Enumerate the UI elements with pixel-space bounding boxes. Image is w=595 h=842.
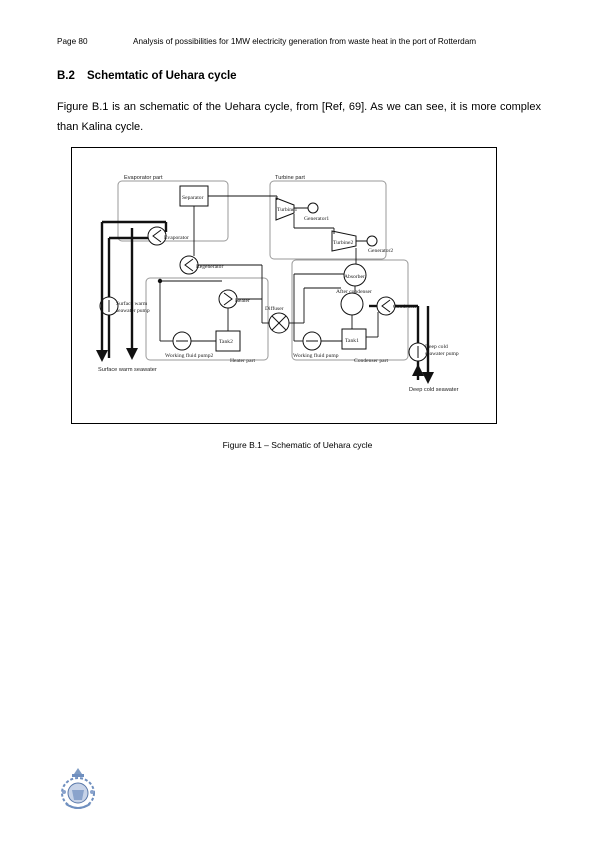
turbine1-symbol	[275, 197, 295, 221]
evaporator-part-label: Evaporator part	[124, 175, 163, 181]
section-number: B.2	[57, 70, 75, 82]
evaporator-label: Evaporator	[164, 235, 189, 241]
figure-uehara-schematic: Evaporator part Turbine part Heater part…	[71, 147, 497, 424]
tank1-label: Tank1	[345, 338, 359, 344]
working-fluid-pump-label: Working fluid pump	[293, 352, 339, 359]
after-condenser-label: After condenser	[336, 288, 372, 295]
heater-label: Heater	[235, 298, 250, 304]
after-condenser-symbol	[340, 292, 364, 316]
turbine1-label: Turbine1	[277, 207, 298, 213]
deep-cold-pump-label-1: Deep cold	[425, 344, 448, 350]
running-header-title: Analysis of possibilities for 1MW electr…	[133, 37, 477, 46]
tank1-box	[341, 328, 367, 350]
turbine-part-group	[269, 180, 387, 260]
figure-caption: Figure B.1 – Schematic of Uehara cycle	[222, 440, 373, 450]
deep-cold-pump-label-2: seawater pump	[425, 351, 459, 357]
surface-warm-seawater-label: Surface warm seawater	[98, 367, 157, 373]
separator-label: Separator	[182, 195, 204, 201]
turbine2-label: Turbine2	[333, 240, 354, 246]
university-seal-logo	[61, 768, 95, 809]
generator2-symbol	[366, 235, 378, 247]
heater-part-group	[145, 277, 269, 361]
turbine2-symbol	[331, 230, 357, 252]
condenser-part-label: Condenser part	[354, 358, 388, 364]
body-paragraph: Figure B.1 is an schematic of the Uehara…	[57, 101, 541, 133]
evaporator-symbol	[147, 226, 167, 246]
generator1-label: Generator1	[304, 216, 329, 222]
schematic-diagram: Evaporator part Turbine part Heater part…	[96, 175, 459, 393]
generator2-label: Generator2	[368, 248, 393, 254]
page-number: Page 80	[57, 37, 88, 46]
diffuser-label: Diffuser	[265, 305, 284, 312]
deep-cold-seawater-label: Deep cold seawater	[409, 387, 459, 393]
section-title: Schemtatic of Uehara cycle	[87, 70, 237, 82]
tank2-label: Tank2	[219, 339, 233, 345]
condenser-part-group	[291, 259, 409, 361]
working-fluid-pump2-label: Working fluid pump2	[165, 352, 214, 359]
heater-part-label: Heater part	[230, 358, 255, 364]
junction-dot	[157, 278, 163, 284]
regenerator-label: Regenerator	[196, 264, 223, 270]
turbine-part-label: Turbine part	[275, 175, 305, 181]
absorber-label: Absorber	[344, 274, 365, 280]
evaporator-part-group	[117, 180, 229, 242]
section-heading: B.2 Schemtatic of Uehara cycle	[57, 70, 237, 82]
generator1-symbol	[307, 202, 319, 214]
